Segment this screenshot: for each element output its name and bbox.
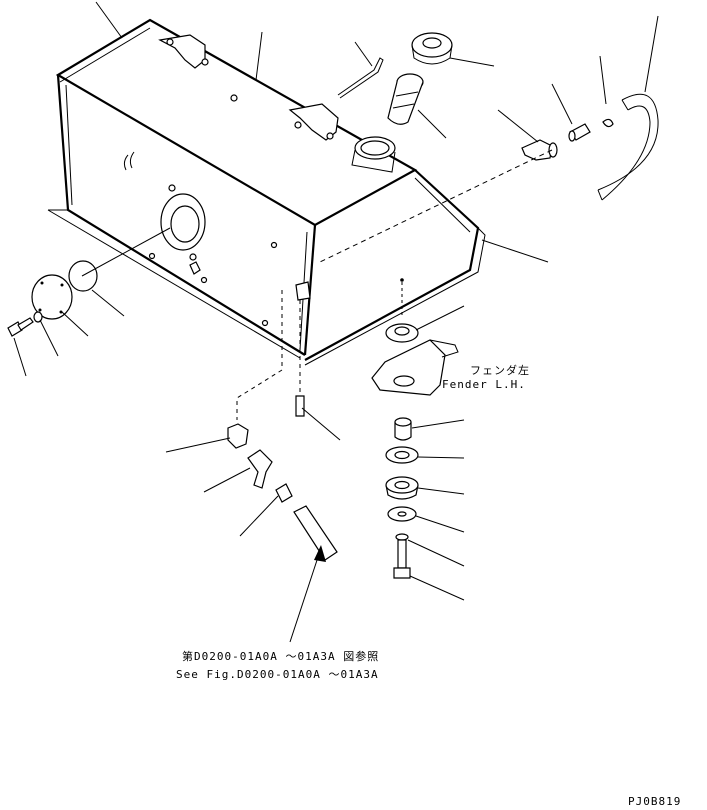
reference-arrow xyxy=(314,545,326,562)
drain-nipple xyxy=(275,483,293,503)
filler-cap xyxy=(411,32,453,65)
fender-bracket xyxy=(371,339,459,396)
drain-elbow xyxy=(247,449,273,489)
drain-path xyxy=(236,290,283,420)
spring-washer xyxy=(395,533,409,541)
mount-cushion xyxy=(385,476,419,500)
drain-valve xyxy=(227,423,249,449)
hose-clamp xyxy=(602,118,614,128)
cap-wire xyxy=(337,57,384,99)
washer-left xyxy=(33,311,43,323)
strainer xyxy=(387,73,424,125)
cover-plate xyxy=(31,274,73,320)
drain-hose xyxy=(293,505,338,561)
drain-plug xyxy=(295,395,305,417)
mount-bolt xyxy=(393,539,411,579)
collar xyxy=(394,417,412,441)
reference-label-jp: 第D0200-01A0A ～01A3A 図参照 xyxy=(182,650,380,663)
fender-label-jp: フェンダ左 xyxy=(470,364,530,377)
elbow-fitting xyxy=(521,139,558,161)
leader-lines xyxy=(13,1,659,643)
reference-label-en: See Fig.D0200-01A0A ～01A3A xyxy=(176,668,379,681)
breather-hose xyxy=(597,93,659,201)
figure-code: PJ0B819 xyxy=(628,795,682,808)
tank xyxy=(47,18,486,366)
fender-label-en: Fender L.H. xyxy=(442,378,526,391)
nipple-fitting xyxy=(568,123,591,142)
bolt-left xyxy=(7,317,34,337)
